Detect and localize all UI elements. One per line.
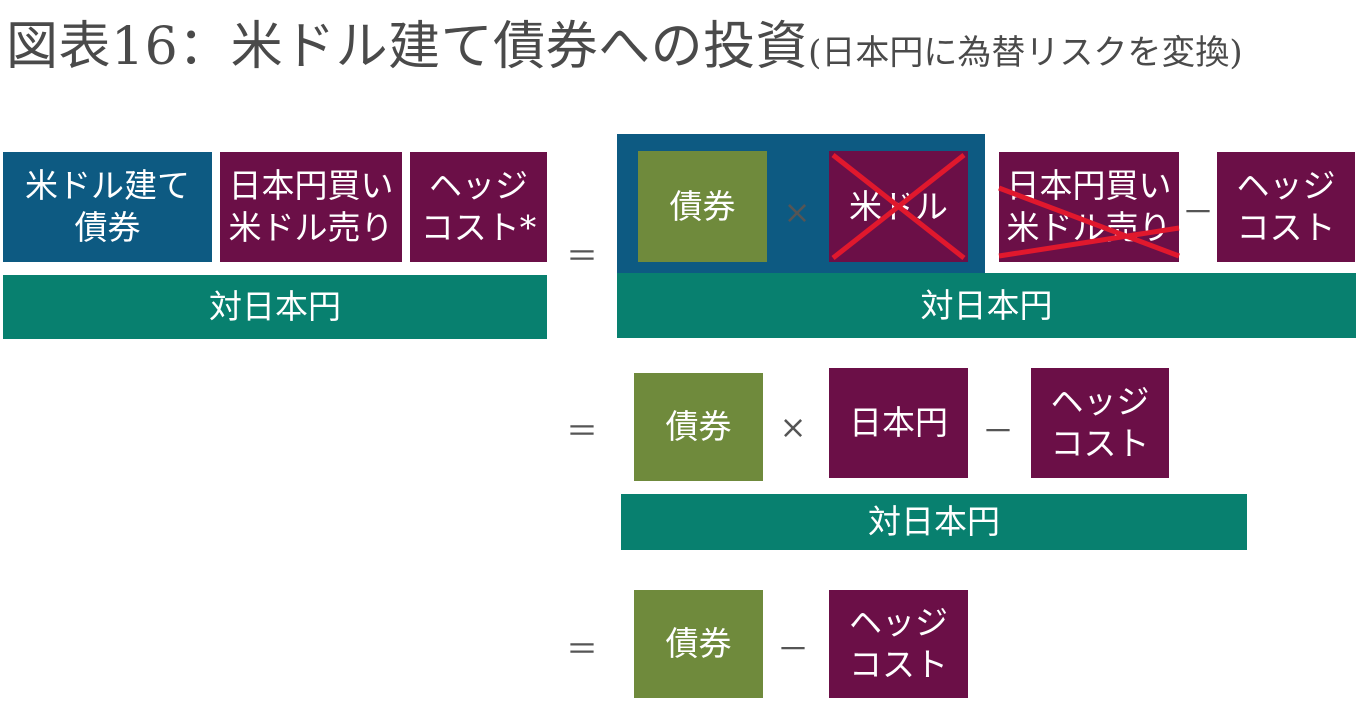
vs-jpy-label-right: 対日本円 [920, 285, 1053, 325]
hedge-cost-label-3: ヘッジ コスト [849, 603, 948, 684]
usd-bond-box: 米ドル建て 債券 [3, 152, 212, 262]
vs-jpy-bar-right: 対日本円 [617, 273, 1356, 338]
vs-jpy-label-left: 対日本円 [209, 287, 341, 327]
times-sign-2: × [779, 408, 807, 446]
bond-label-3: 債券 [665, 624, 732, 664]
buy-jpy-sell-usd-box: 日本円買い 米ドル売り [220, 152, 402, 262]
equals-sign-1: ＝ [565, 237, 598, 275]
equals-sign-3: ＝ [565, 630, 598, 668]
vs-jpy-label-row2: 対日本円 [868, 502, 1000, 542]
hedge-cost-box-3: ヘッジ コスト [829, 590, 968, 698]
minus-sign-3: － [776, 630, 809, 668]
minus-sign-1: － [1181, 193, 1214, 231]
vs-jpy-bar-left: 対日本円 [3, 275, 547, 339]
hedge-cost-box-1: ヘッジ コスト [1217, 152, 1355, 262]
times-sign-1: × [783, 193, 811, 231]
title-sub: (日本円に為替リスクを変換) [808, 33, 1243, 73]
bond-label-2: 債券 [665, 407, 732, 447]
cancel-cross-usd [831, 153, 966, 260]
buy-jpy-sell-usd-label: 日本円買い 米ドル売り [228, 166, 394, 247]
bond-box-3: 債券 [634, 590, 763, 698]
bond-label-1: 債券 [669, 186, 736, 226]
hedge-cost-star-label: ヘッジ コスト* [420, 166, 537, 247]
minus-sign-2: － [981, 412, 1014, 450]
hedge-cost-label-2: ヘッジ コスト [1050, 382, 1150, 463]
equals-sign-2: ＝ [565, 412, 598, 450]
hedge-cost-label-1: ヘッジ コスト [1236, 166, 1336, 247]
bond-box-2: 債券 [634, 373, 763, 481]
usd-bond-label: 米ドル建て 債券 [25, 166, 190, 247]
jpy-box: 日本円 [829, 368, 968, 478]
hedge-cost-box-2: ヘッジ コスト [1031, 368, 1169, 478]
hedge-cost-star-box: ヘッジ コスト* [410, 152, 547, 262]
bond-box-1: 債券 [638, 151, 767, 262]
page-title: 図表16：米ドル建て債券への投資(日本円に為替リスクを変換) [6, 4, 1243, 79]
title-main: 図表16：米ドル建て債券への投資 [6, 17, 809, 77]
cancel-cross-fx [998, 185, 1180, 259]
jpy-label: 日本円 [849, 403, 948, 443]
vs-jpy-bar-row2: 対日本円 [621, 494, 1247, 550]
